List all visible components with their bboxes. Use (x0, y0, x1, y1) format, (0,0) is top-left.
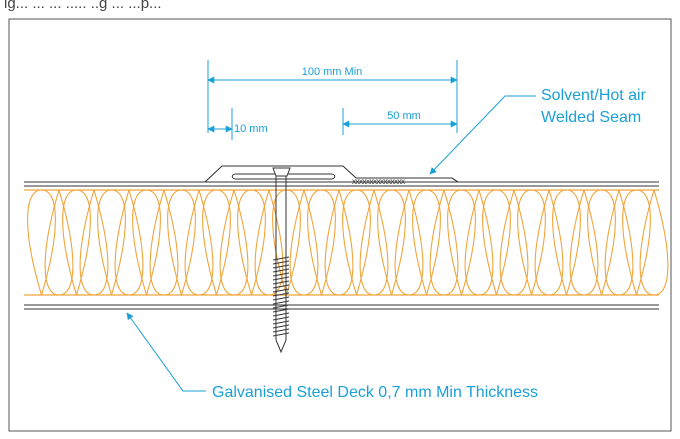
dimension-overall: 100 mm Min (207, 60, 458, 133)
insulation-fibre-loop (324, 189, 354, 296)
screw-thread (272, 292, 290, 297)
weld-callout-line2: Welded Seam (541, 109, 641, 126)
insulation-fibre-loop (499, 189, 529, 296)
insulation-fibre-loop (552, 189, 581, 296)
insulation-fibre-loop (517, 189, 546, 296)
insulation-fibre-loop (62, 189, 91, 296)
screw-thread (272, 256, 290, 261)
screw-thread (272, 264, 290, 269)
insulation-fibre-loop (202, 189, 231, 296)
screw-thread (272, 332, 290, 337)
screw-thread (272, 324, 290, 329)
screw-thread (272, 300, 290, 305)
dimension-edge: 10 mm (207, 108, 268, 140)
insulation-fibre-loop (237, 189, 266, 296)
plate-slot (231, 173, 336, 180)
insulation-fibre-loop (114, 189, 144, 296)
screw-thread (272, 260, 290, 265)
screw-thread (272, 280, 290, 285)
insulation-fibre-loop (44, 189, 74, 296)
cutoff-caption: ig... ... ... ..... ..g ... ...p... (4, 0, 162, 12)
insulation-layer (24, 189, 669, 296)
weld-callout: Solvent/Hot air Welded Seam (429, 87, 647, 175)
fixing-plate (204, 165, 459, 183)
insulation-fibre-loop (377, 189, 406, 296)
insulation-fibre-loop (27, 189, 56, 296)
insulation-fibre-loop (97, 189, 126, 296)
screw-thread (272, 276, 290, 281)
screw-thread (272, 312, 290, 317)
insulation-fibre-loop (342, 189, 371, 296)
screw-thread (272, 284, 290, 289)
insulation-fibre-loop (639, 189, 669, 296)
dimension-edge-label: 10 mm (234, 123, 268, 135)
insulation-fibre-loop (132, 189, 161, 296)
insulation-fibre-loop (587, 189, 616, 296)
steel-deck (24, 304, 659, 310)
screw-thread (272, 296, 290, 301)
insulation-fibre-loop (604, 189, 634, 296)
insulation-fibre-loop (219, 189, 249, 296)
insulation-fibre-loop (412, 189, 441, 296)
insulation-fibre-loop (534, 189, 564, 296)
screw-thread (272, 328, 290, 333)
insulation-fibre-loop (149, 189, 179, 296)
insulation-fibre-loop (289, 189, 319, 296)
insulation-fibre-loop (622, 189, 651, 296)
deck-callout: Galvanised Steel Deck 0,7 mm Min Thickne… (126, 312, 538, 401)
insulation-fibre-loop (464, 189, 494, 296)
screw-thread (272, 304, 290, 309)
figure-frame (8, 18, 672, 432)
screw-thread (272, 268, 290, 273)
insulation-fibre-loop (254, 189, 284, 296)
weld-callout-line1: Solvent/Hot air (541, 87, 647, 104)
insulation-fibre-loop (307, 189, 336, 296)
insulation-fibre-loop (394, 189, 424, 296)
dimension-seam: 50 mm (342, 108, 458, 135)
deck-callout-label: Galvanised Steel Deck 0,7 mm Min Thickne… (212, 384, 538, 401)
screw-thread (272, 288, 290, 293)
dimension-seam-label: 50 mm (387, 110, 421, 122)
weld-marks: xxxxxxxxxxxxxxx (352, 177, 405, 186)
insulation-fibre-loop (429, 189, 459, 296)
insulation-fibre-loop (184, 189, 214, 296)
screw-thread (272, 316, 290, 321)
insulation-fibre-loop (447, 189, 476, 296)
screw-thread (272, 308, 290, 313)
insulation-fibre-loop (482, 189, 511, 296)
insulation-fibre-loop (569, 189, 599, 296)
insulation-fibre-loop (167, 189, 196, 296)
insulation-fibre-loop (79, 189, 109, 296)
roof-membrane (24, 181, 659, 187)
fastener-screw (272, 167, 291, 354)
screw-thread (272, 272, 290, 277)
dimension-overall-label: 100 mm Min (302, 66, 363, 78)
insulation-fibre-loop (359, 189, 389, 296)
screw-thread (272, 320, 290, 325)
